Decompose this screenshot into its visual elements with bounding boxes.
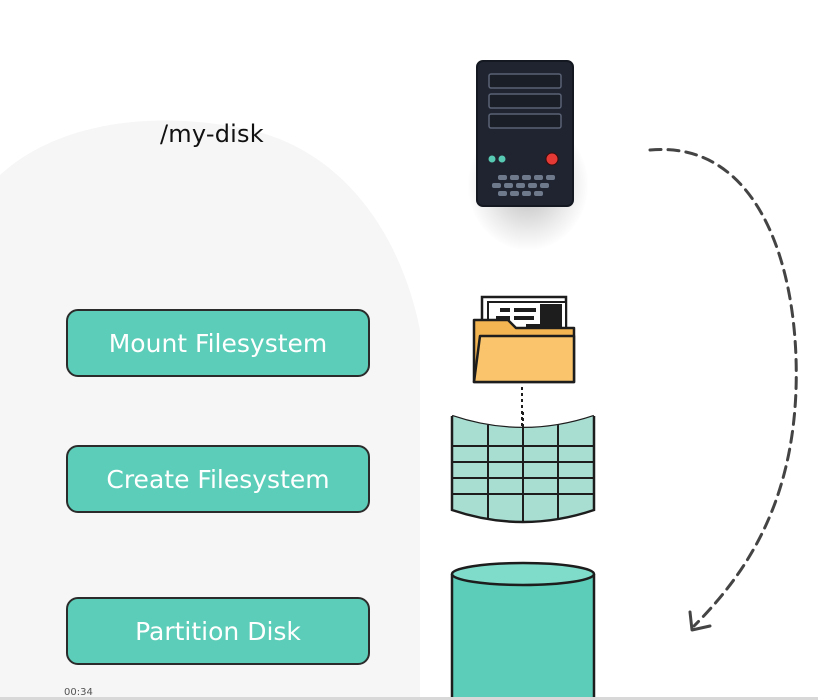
mount-path-label: /my-disk — [160, 120, 264, 148]
server-icon — [476, 60, 574, 207]
partition-disk-label: Partition Disk — [135, 616, 301, 646]
video-timestamp: 00:34 — [64, 687, 93, 698]
dashed-curved-arrow-icon — [648, 148, 798, 632]
create-filesystem-button[interactable]: Create Filesystem — [66, 445, 370, 513]
folder-icon — [472, 295, 576, 384]
create-filesystem-label: Create Filesystem — [106, 464, 330, 494]
mount-filesystem-label: Mount Filesystem — [108, 328, 328, 358]
video-progress-bar[interactable] — [0, 697, 818, 700]
mount-filesystem-button[interactable]: Mount Filesystem — [66, 309, 370, 377]
partition-disk-button[interactable]: Partition Disk — [66, 597, 370, 665]
disk-cylinder-icon — [450, 561, 596, 700]
filesystem-table-icon — [450, 412, 596, 524]
